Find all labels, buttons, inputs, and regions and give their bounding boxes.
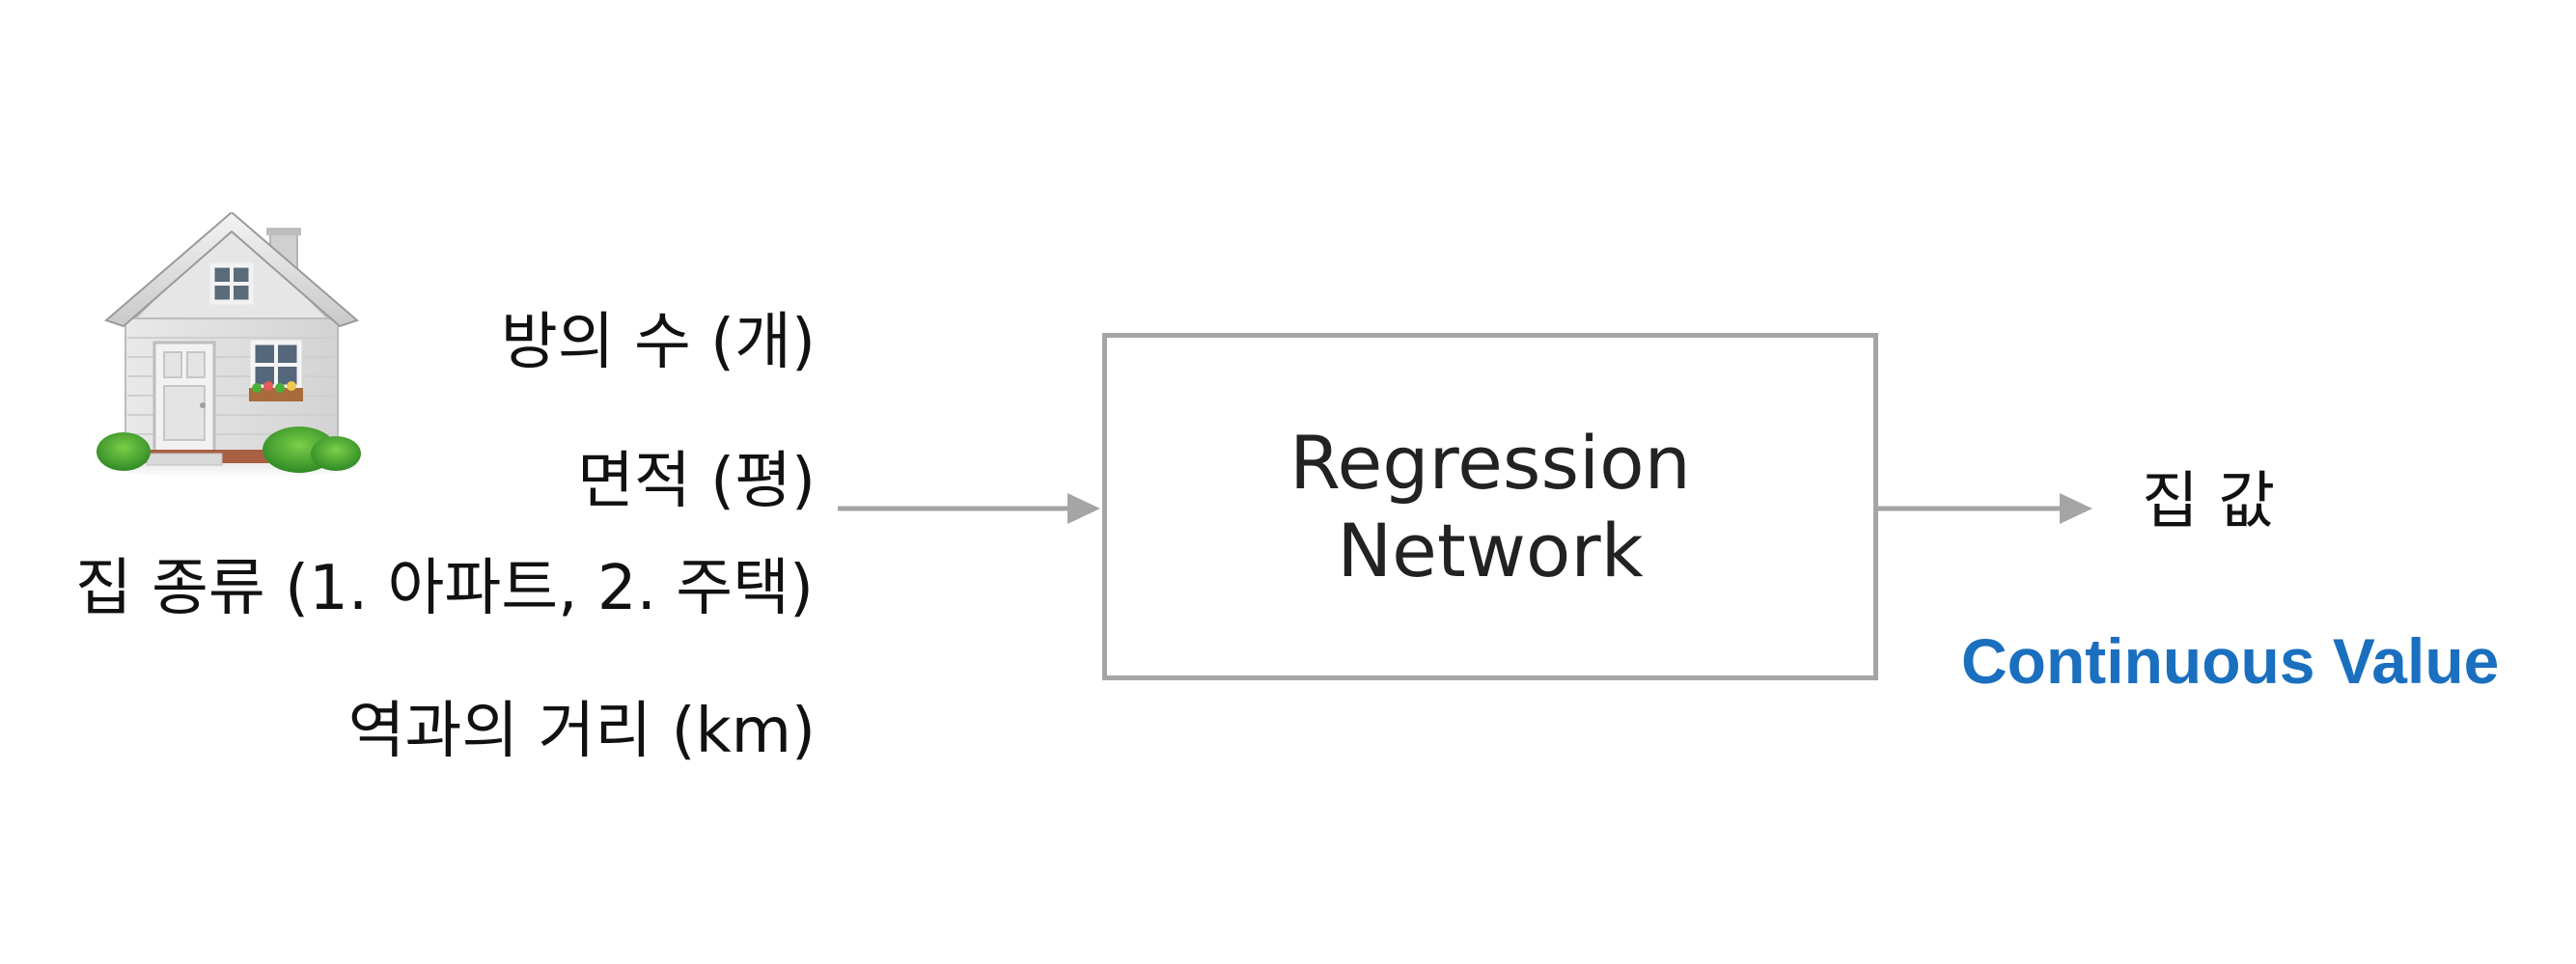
feature-house-type: 집 종류 (1. 아파트, 2. 주택)	[74, 553, 814, 624]
regression-network-box: Regression Network	[1102, 333, 1878, 680]
feature-room-count: 방의 수 (개)	[500, 307, 816, 378]
feature-area: 면적 (평)	[577, 446, 816, 517]
output-arrow	[1878, 493, 2092, 524]
continuous-value-label: Continuous Value	[1961, 625, 2500, 697]
model-title-line2: Network	[1337, 508, 1644, 593]
model-title-line1: Regression	[1289, 419, 1691, 506]
house-icon	[97, 210, 367, 502]
input-arrow	[838, 493, 1100, 524]
feature-station-distance: 역과의 거리 (km)	[347, 696, 816, 767]
output-label: 집 값	[2142, 466, 2276, 537]
